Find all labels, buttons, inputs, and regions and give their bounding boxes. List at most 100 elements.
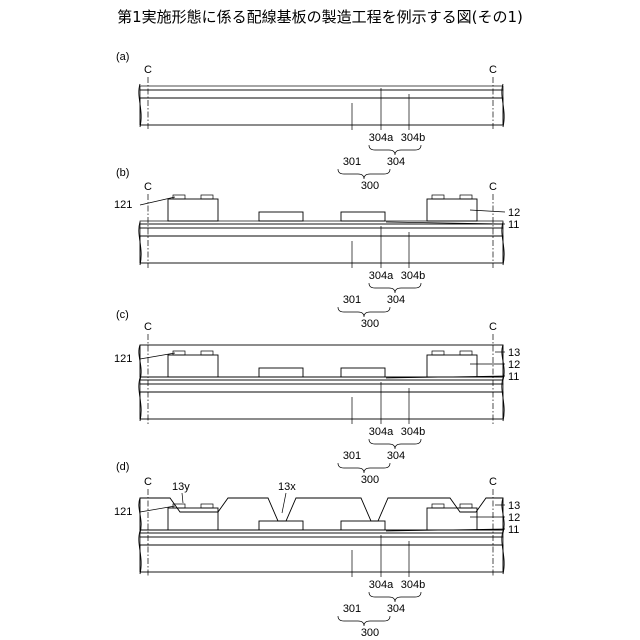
pad-121 [460, 195, 472, 199]
brace-304 [369, 283, 421, 293]
label-301: 301 [343, 450, 361, 462]
brace-300 [338, 169, 390, 179]
label-304b: 304b [401, 426, 425, 438]
label-304a: 304a [369, 132, 394, 144]
core-301 [140, 236, 503, 263]
leader-121 [140, 197, 175, 205]
core-301 [140, 392, 503, 419]
wiring-pattern [259, 212, 303, 221]
panel-tag: (a) [116, 51, 129, 63]
leader-121 [140, 506, 175, 512]
label-13x: 13x [278, 481, 296, 493]
brace-300 [338, 307, 390, 317]
wiring-pattern [341, 521, 385, 530]
label-12: 12 [508, 359, 520, 371]
layer-304a [140, 380, 503, 384]
pad-121 [432, 195, 444, 199]
label-11: 11 [508, 219, 519, 231]
core-301 [140, 98, 503, 125]
wiring-pattern [259, 521, 303, 530]
cut-label-c: C [144, 321, 152, 333]
label-304: 304 [387, 450, 405, 462]
cut-label-c: C [144, 181, 152, 193]
layer-304a [140, 224, 503, 228]
pad-12 [168, 508, 218, 530]
label-301: 301 [343, 156, 361, 168]
label-13: 13 [508, 347, 520, 359]
pad-121 [201, 504, 213, 508]
label-11: 11 [508, 371, 519, 383]
layer-11 [140, 377, 503, 380]
label-304a: 304a [369, 270, 394, 282]
label-304: 304 [387, 603, 405, 615]
cut-label-c: C [144, 64, 152, 76]
label-304: 304 [387, 294, 405, 306]
leader-13y [182, 493, 183, 503]
pad-121 [201, 351, 213, 355]
label-300: 300 [361, 627, 379, 639]
brace-300 [338, 616, 390, 626]
label-11: 11 [508, 524, 519, 536]
label-121: 121 [114, 199, 132, 211]
core-301 [140, 545, 503, 572]
pad-12 [427, 355, 477, 377]
pad-12 [168, 355, 218, 377]
label-304b: 304b [401, 579, 425, 591]
leader-121 [140, 353, 175, 359]
panel-tag: (b) [116, 167, 129, 179]
pad-12 [427, 508, 477, 530]
leader-12 [470, 210, 505, 212]
label-13y: 13y [172, 481, 190, 493]
layer-304b [140, 537, 503, 545]
panel-a: (a)CC304a304b304301300 [116, 51, 504, 192]
label-301: 301 [343, 294, 361, 306]
label-301: 301 [343, 603, 361, 615]
panel-c: (c)121131211CC304a304b304301300 [114, 309, 520, 486]
layer-304a [140, 533, 503, 537]
layer-304b [140, 384, 503, 392]
label-13: 13 [508, 500, 520, 512]
label-12: 12 [508, 512, 520, 524]
page-title: 第1実施形態に係る配線基板の製造工程を例示する図(その1) [117, 8, 523, 26]
leader-13x [282, 493, 286, 513]
layer-304b [140, 228, 503, 236]
pad-121 [432, 504, 444, 508]
label-300: 300 [361, 318, 379, 330]
cut-label-c: C [489, 321, 497, 333]
insulating-layer-13 [140, 345, 503, 377]
brace-304 [369, 145, 421, 155]
label-304: 304 [387, 156, 405, 168]
cut-label-c: C [144, 476, 152, 488]
label-300: 300 [361, 180, 379, 192]
pad-12 [427, 199, 477, 221]
label-304a: 304a [369, 579, 394, 591]
label-300: 300 [361, 474, 379, 486]
wiring-pattern [259, 368, 303, 377]
cut-label-c: C [489, 64, 497, 76]
panels-group: (a)CC304a304b304301300(b)1211211CC304a30… [114, 51, 520, 639]
panel-tag: (c) [116, 309, 129, 321]
label-304b: 304b [401, 270, 425, 282]
cut-label-c: C [489, 181, 497, 193]
pad-121 [201, 195, 213, 199]
wiring-pattern [341, 212, 385, 221]
cut-label-c: C [489, 476, 497, 488]
layer-304b [140, 90, 503, 98]
label-12: 12 [508, 207, 520, 219]
label-121: 121 [114, 353, 132, 365]
pad-121 [432, 351, 444, 355]
brace-300 [338, 463, 390, 473]
insulating-layer-13 [140, 498, 503, 530]
label-121: 121 [114, 506, 132, 518]
brace-304 [369, 439, 421, 449]
panel-tag: (d) [116, 461, 129, 473]
panel-b: (b)1211211CC304a304b304301300 [114, 167, 520, 330]
pad-121 [460, 504, 472, 508]
label-304a: 304a [369, 426, 394, 438]
panel-d: (d)12113121113y13xCC304a304b304301300 [114, 461, 520, 639]
brace-304 [369, 592, 421, 602]
pad-12 [168, 199, 218, 221]
wiring-pattern [341, 368, 385, 377]
pad-121 [460, 351, 472, 355]
